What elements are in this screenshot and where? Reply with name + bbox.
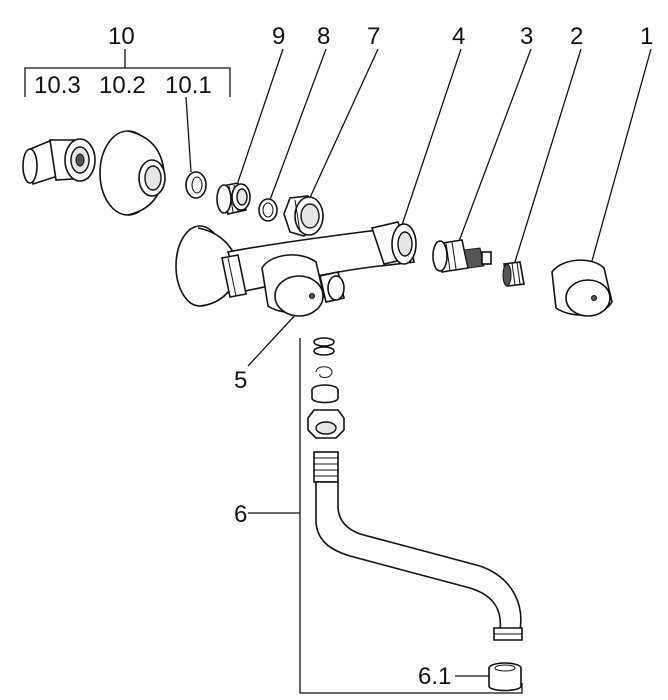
leader-lines (24, 48, 652, 694)
label-2: 2 (570, 23, 583, 50)
label-3: 3 (520, 23, 533, 50)
part-9-nipple (216, 182, 251, 215)
part-2-adapter (502, 261, 525, 287)
part-7-union-nut (283, 195, 324, 237)
part-4-valve-body (175, 221, 417, 307)
label-1: 1 (640, 23, 653, 50)
label-10-2: 10.2 (99, 72, 146, 99)
label-8: 8 (317, 23, 330, 50)
label-5: 5 (234, 367, 247, 394)
label-10-3: 10.3 (34, 72, 81, 99)
part-10-2-rosette (99, 130, 166, 216)
label-4: 4 (452, 23, 465, 50)
label-7: 7 (367, 23, 380, 50)
spout-small-parts (307, 337, 345, 439)
part-6-spout (313, 451, 523, 641)
part-3-cartridge (432, 239, 492, 273)
label-9: 9 (272, 23, 285, 50)
label-6: 6 (234, 501, 247, 528)
part-1-handle (551, 259, 613, 317)
part-10-3-elbow (22, 138, 96, 186)
label-6-1: 6.1 (418, 663, 451, 690)
part-8-oring (258, 198, 278, 222)
label-10-1: 10.1 (165, 72, 212, 99)
label-10: 10 (108, 23, 135, 50)
part-10-1-washer (185, 171, 207, 199)
part-5-handle (261, 254, 325, 317)
part-6-1-aerator (488, 662, 522, 692)
